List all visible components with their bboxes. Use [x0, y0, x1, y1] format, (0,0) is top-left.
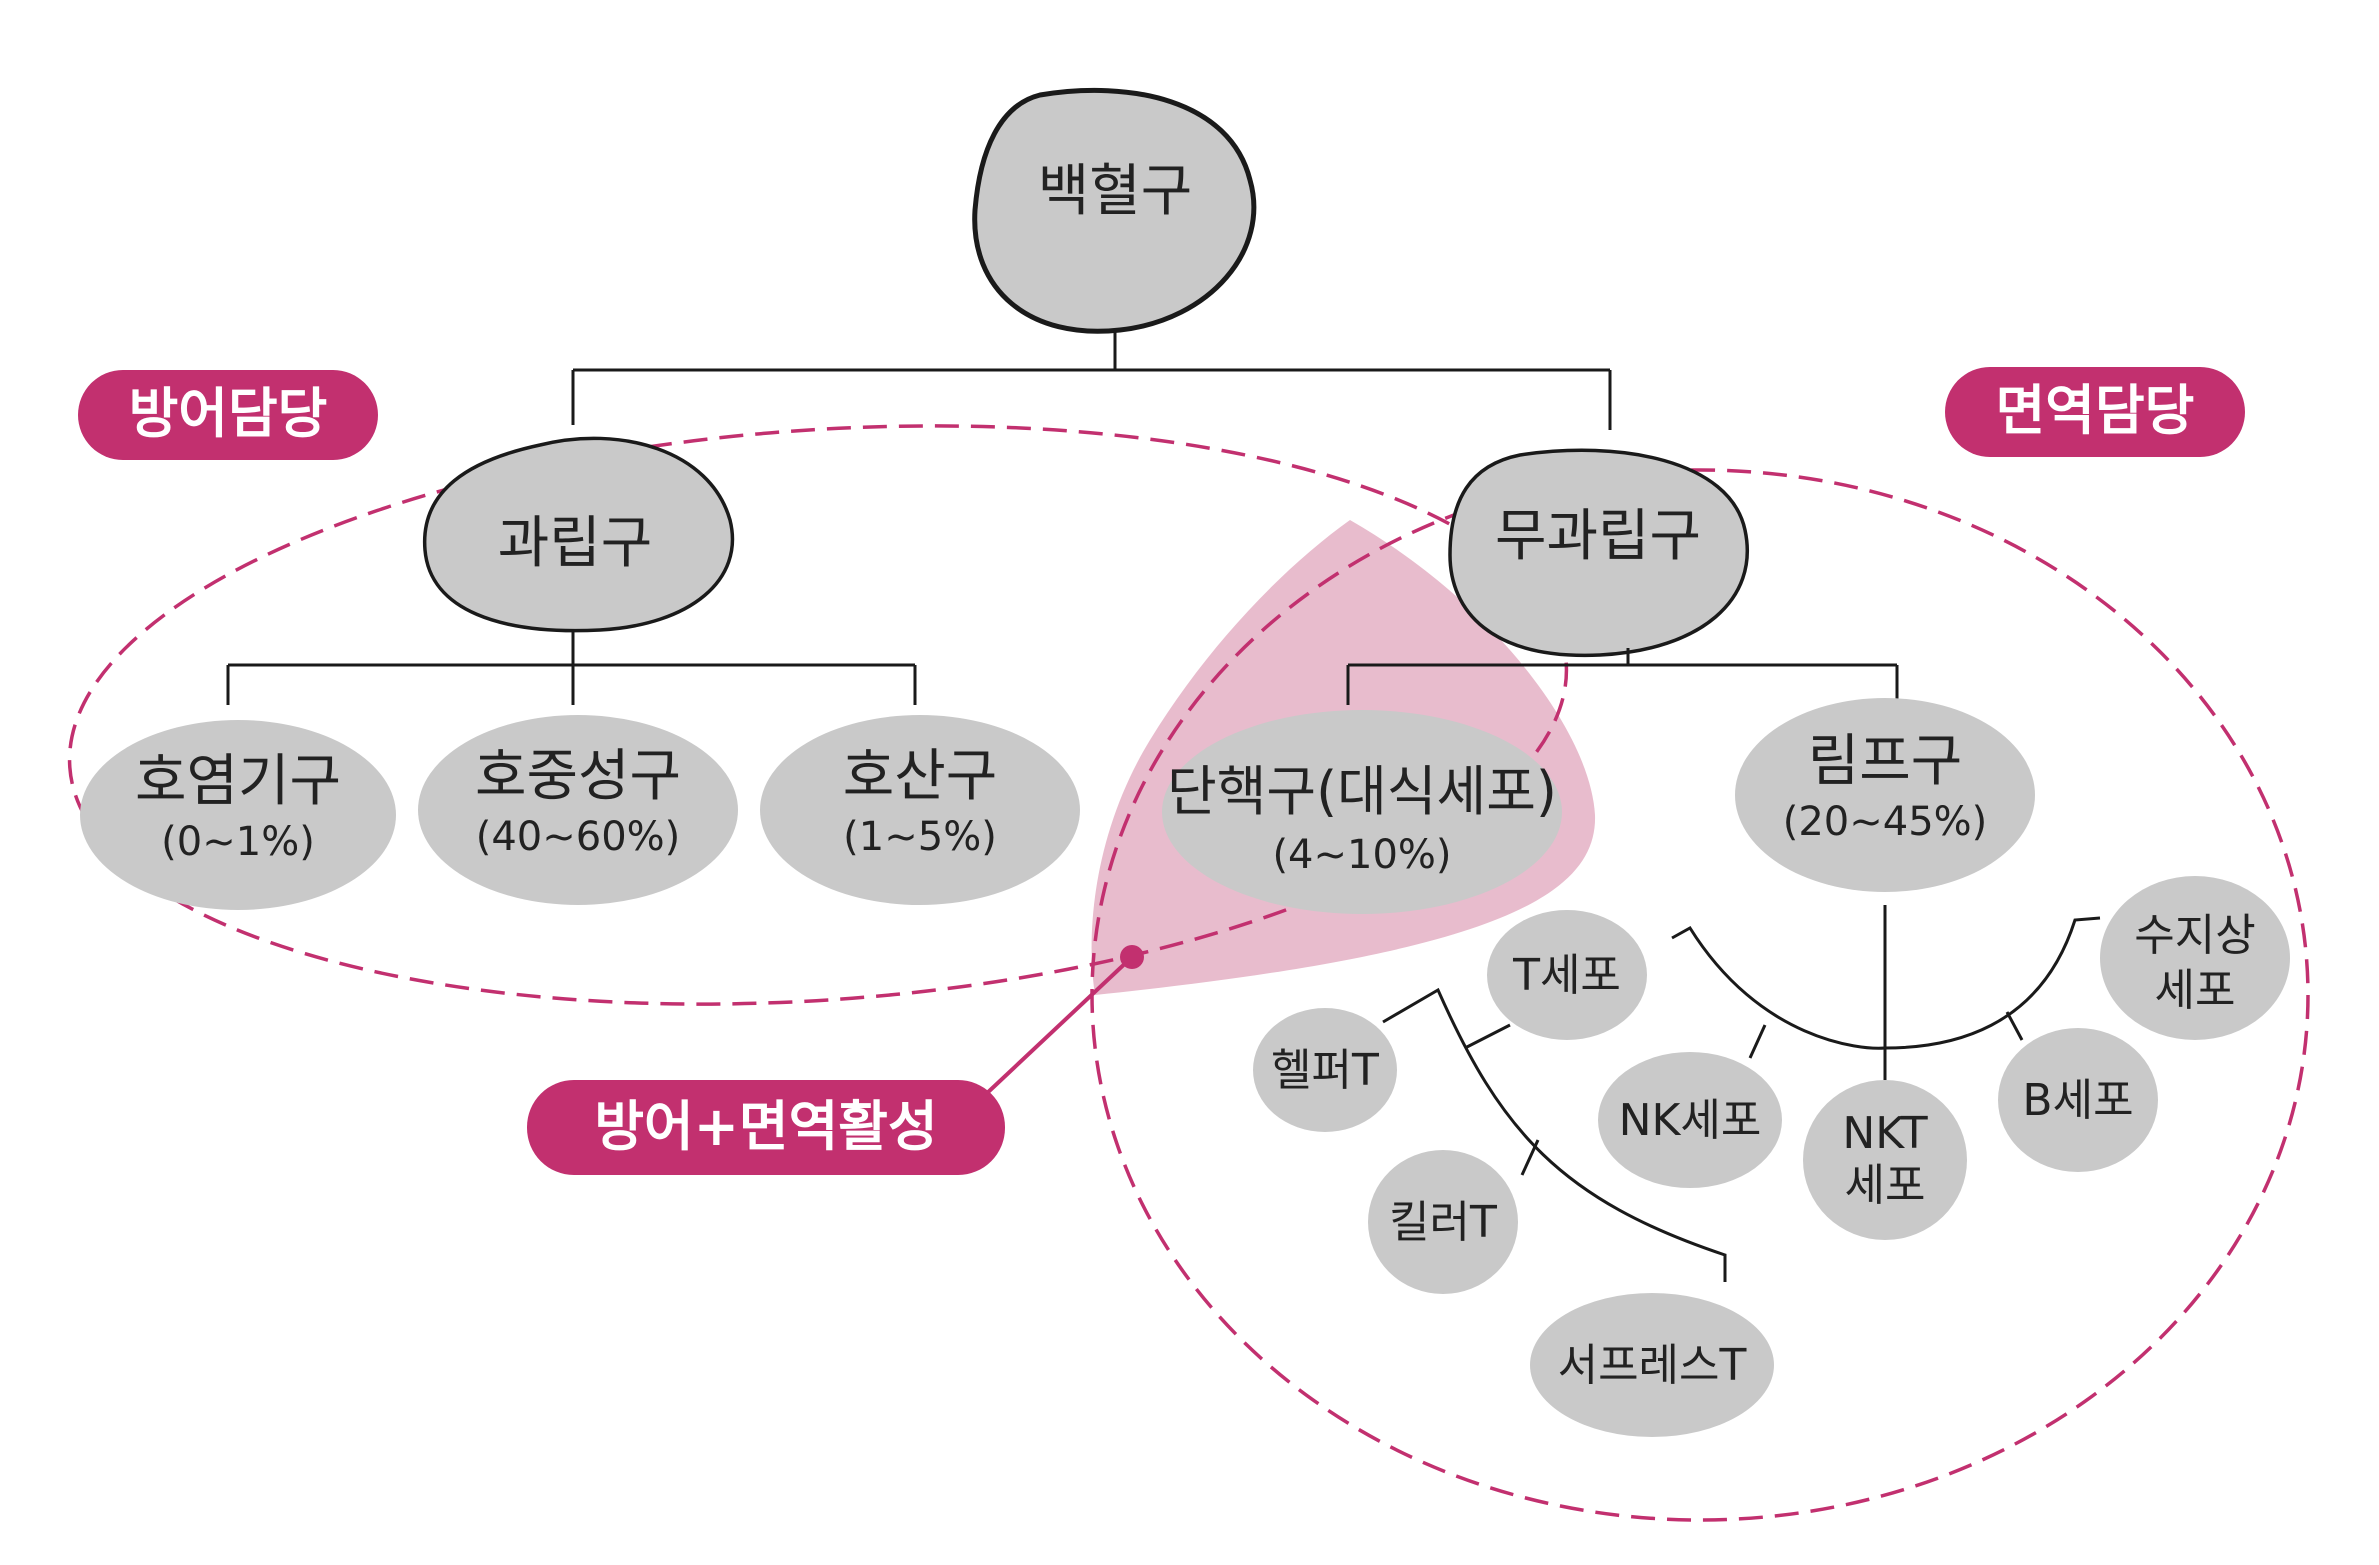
dendritic-cell-label-line1: 수지상 [2134, 910, 2255, 961]
monocyte-label: 단핵구(대식세포) [1167, 760, 1557, 823]
monocyte-node [1162, 710, 1562, 914]
granulocyte-node [423, 436, 735, 633]
arc-ticks [1748, 1011, 2024, 1059]
t-cell-ticks [1464, 1023, 1540, 1176]
lymphocyte-node [1735, 698, 2035, 892]
eosinophil-node [760, 715, 1080, 905]
helper-t-node [1253, 1008, 1397, 1132]
nkt-cell-node [1803, 1080, 1967, 1240]
nkt-cell-label-line2: 세포 [1845, 1160, 1926, 1211]
granulocyte-label: 과립구 [498, 511, 653, 576]
overlap-badge [527, 1080, 1005, 1175]
dendritic-cell-node [2100, 876, 2290, 1040]
monocyte-percent: (4~10%) [1272, 832, 1451, 878]
eosinophil-label: 호산구 [843, 744, 998, 809]
t-cell-branch [1382, 987, 1727, 1282]
agranulocyte-connector [1346, 648, 1899, 705]
agranulocyte-label: 무과립구 [1495, 504, 1701, 569]
immune-badge-label: 면역담당 [1996, 379, 2195, 442]
root-label: 백혈구 [1038, 159, 1193, 224]
basophil-node [80, 720, 396, 910]
basophil-label: 호염기구 [135, 749, 341, 814]
b-cell-node [1998, 1028, 2158, 1172]
suppressor-t-label: 서프레스T [1558, 1340, 1747, 1391]
nk-cell-node [1598, 1052, 1782, 1188]
lymphocyte-arc [1671, 916, 2101, 1050]
neutrophil-node [418, 715, 738, 905]
granulocyte-connector [226, 630, 917, 705]
t-cell-label: T세포 [1512, 950, 1621, 1001]
neutrophil-label: 호중성구 [475, 744, 681, 809]
nkt-cell-label-line1: NKT [1842, 1108, 1927, 1159]
neutrophil-percent: (40~60%) [476, 814, 681, 860]
root-node [972, 87, 1257, 334]
eosinophil-percent: (1~5%) [843, 814, 997, 860]
defense-badge [78, 370, 378, 460]
dendritic-cell-label-line2: 세포 [2155, 965, 2236, 1016]
killer-t-label: 킬러T [1389, 1197, 1497, 1248]
overlap-badge-label: 방어+면역활성 [594, 1095, 937, 1158]
defense-group-outline [67, 424, 1569, 1006]
killer-t-node [1368, 1150, 1518, 1294]
lymphocyte-label: 림프구 [1808, 729, 1963, 794]
lymphocyte-percent: (20~45%) [1783, 799, 1988, 845]
immune-badge [1945, 367, 2245, 457]
root-connector [571, 325, 1612, 430]
defense-badge-label: 방어담당 [129, 382, 328, 445]
t-cell-node [1487, 910, 1647, 1040]
helper-t-label: 헬퍼T [1271, 1045, 1379, 1096]
overlap-pointer-line [983, 955, 1134, 1097]
nk-cell-label: NK세포 [1619, 1095, 1762, 1146]
b-cell-label: B세포 [2022, 1075, 2133, 1126]
suppressor-t-node [1530, 1293, 1774, 1437]
agranulocyte-node [1448, 448, 1749, 658]
basophil-percent: (0~1%) [161, 819, 315, 865]
